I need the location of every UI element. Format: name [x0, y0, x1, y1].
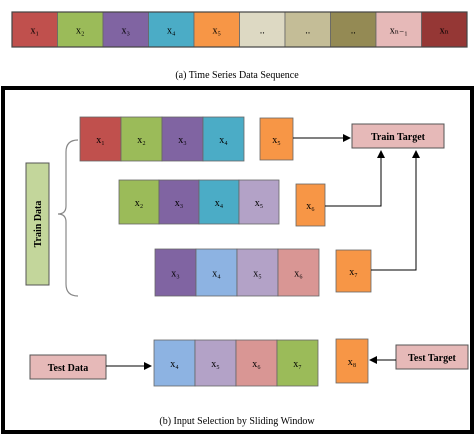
- train-target-cell-3: x₇: [335, 249, 372, 293]
- train-data-label: Train Data: [33, 201, 44, 248]
- train-window-3-cell-3-label: x₅: [253, 269, 262, 280]
- train-window-1: x₁ x₂ x₃ x₄: [79, 116, 245, 162]
- part-b-frame: [1, 86, 474, 434]
- test-window-cell-3-label: x₆: [252, 359, 261, 370]
- sequence-cell-2: x₂: [57, 11, 104, 48]
- train-target-cell-2: x₆: [295, 183, 326, 227]
- test-target-x8: x₈: [335, 338, 369, 384]
- sequence-cell-2-label: x₂: [76, 26, 85, 37]
- time-series-sequence: x₁ x₂ x₃ x₄ x₅...... xₙ₋₁ xₙ: [11, 11, 468, 48]
- train-window-3-cell-2-label: x₄: [212, 269, 221, 280]
- sequence-cell-8: ..: [330, 11, 377, 48]
- train-window-1-cell-4-label: x₄: [219, 135, 228, 146]
- train-target-2: x₆: [295, 183, 326, 227]
- train-target-label: Train Target: [371, 132, 426, 143]
- train-target-cell-1: x₅: [259, 117, 294, 161]
- caption-b: (b) Input Selection by Sliding Window: [159, 416, 315, 427]
- train-window-2-cell-4: x₅: [238, 179, 280, 225]
- sequence-cell-3: x₃: [102, 11, 149, 48]
- train-window-2-cell-1-label: x₂: [135, 198, 144, 209]
- train-window-3-cell-4-label: x₆: [294, 269, 303, 280]
- sequence-cell-5: x₅: [193, 11, 240, 48]
- arrow-x6-to-train-target: [325, 150, 385, 207]
- sequence-cell-4: x₄: [148, 11, 195, 48]
- train-window-3-cell-4: x₆: [277, 248, 320, 297]
- sequence-cell-1: x₁: [11, 11, 58, 48]
- train-window-3-cell-1-label: x₃: [171, 269, 180, 280]
- test-target-box: Test Target: [395, 344, 469, 370]
- sequence-cell-9: xₙ₋₁: [375, 11, 422, 48]
- train-data-label-box: Train Data: [25, 162, 50, 286]
- train-window-2-cell-2-label: x₃: [175, 198, 184, 209]
- test-window-cell-2-label: x₅: [211, 359, 220, 370]
- train-window-1-cell-2: x₂: [120, 116, 163, 162]
- train-window-3-cell-1: x₃: [154, 248, 197, 297]
- train-window-2-cell-2: x₃: [158, 179, 200, 225]
- test-target-x8-label: x₈: [348, 357, 357, 368]
- train-window-1-cell-1: x₁: [79, 116, 122, 162]
- sequence-cell-10-label: xₙ: [440, 26, 449, 37]
- train-window-1-cell-2-label: x₂: [137, 135, 146, 146]
- sequence-cell-1-label: x₁: [31, 26, 40, 37]
- train-window-2-cell-3-label: x₄: [215, 198, 224, 209]
- test-window: x₄ x₅ x₆ x₇: [153, 339, 319, 387]
- sequence-cell-7-label: ..: [305, 26, 310, 37]
- train-target-box: Train Target: [351, 123, 445, 149]
- train-target-1: x₅: [259, 117, 294, 161]
- sequence-cell-5-label: x₅: [213, 26, 222, 37]
- train-window-1-cell-3-label: x₃: [178, 135, 187, 146]
- sequence-frame: [11, 11, 468, 48]
- sequence-cell-4-label: x₄: [167, 26, 176, 37]
- train-window-3-cell-2: x₄: [195, 248, 238, 297]
- sequence-cell-8-label: ..: [351, 26, 356, 37]
- test-window-cell-1: x₄: [153, 339, 196, 387]
- sequence-cell-9-label: xₙ₋₁: [390, 26, 408, 37]
- train-window-2-cell-4-label: x₅: [255, 198, 264, 209]
- test-target-cell: x₈: [335, 338, 369, 384]
- sequence-cell-6: ..: [239, 11, 286, 48]
- train-window-1-cell-4: x₄: [202, 116, 245, 162]
- sequence-cell-7: ..: [284, 11, 331, 48]
- caption-a: (a) Time Series Data Sequence: [175, 70, 299, 81]
- test-data-box: Test Data: [29, 354, 107, 380]
- train-target-cell-2-label: x₆: [306, 201, 315, 212]
- train-window-2-cell-3: x₄: [198, 179, 240, 225]
- sequence-cell-3-label: x₃: [122, 26, 131, 37]
- test-target-label: Test Target: [408, 353, 456, 364]
- sequence-cell-6-label: ..: [260, 26, 265, 37]
- test-window-cell-4: x₇: [276, 339, 319, 387]
- arrow-x7-to-train-target: [371, 150, 420, 271]
- train-window-3: x₃ x₄ x₅ x₆: [154, 248, 320, 297]
- train-window-1-cell-3: x₃: [161, 116, 204, 162]
- train-target-cell-1-label: x₅: [272, 135, 281, 146]
- train-window-3-cell-3: x₅: [236, 248, 279, 297]
- test-data-label: Test Data: [48, 363, 88, 374]
- train-target-3: x₇: [335, 249, 372, 293]
- train-window-2: x₂ x₃ x₄ x₅: [118, 179, 280, 225]
- train-target-cell-3-label: x₇: [349, 267, 358, 278]
- sequence-cell-10: xₙ: [421, 11, 468, 48]
- test-window-cell-1-label: x₄: [170, 359, 179, 370]
- train-data-brace: [57, 139, 79, 297]
- train-window-1-cell-1-label: x₁: [96, 135, 105, 146]
- test-window-cell-2: x₅: [194, 339, 237, 387]
- test-window-cell-3: x₆: [235, 339, 278, 387]
- train-window-2-cell-1: x₂: [118, 179, 160, 225]
- test-window-cell-4-label: x₇: [293, 359, 302, 370]
